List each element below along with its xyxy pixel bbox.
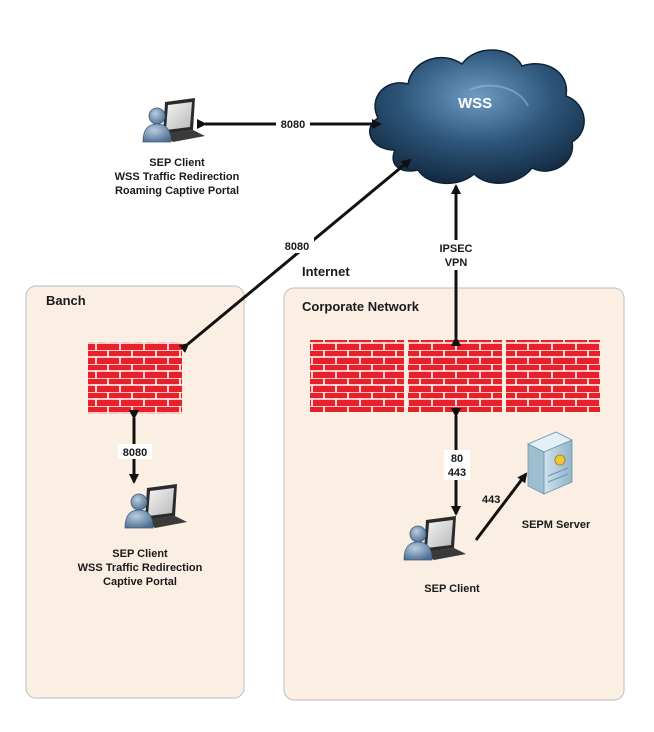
port-label-line-1: 80 [451,453,463,465]
port-label-line-2: 443 [448,467,466,479]
internet-label: Internet [302,264,350,279]
port-label: 8080 [285,241,309,253]
server-label: SEPM Server [522,519,591,531]
firewall-icon [408,340,502,412]
wss-label: WSS [458,95,492,112]
cloud-icon [368,49,585,185]
firewall-icon [506,340,600,412]
port-label: 8080 [123,447,147,459]
branch-client-line-3: Captive Portal [103,576,177,588]
vpn-label-line-2: VPN [445,257,468,269]
port-label: 8080 [281,119,305,131]
corporate-client-label: SEP Client [424,583,480,595]
branch-label: Banch [46,293,86,308]
branch-client-line-1: SEP Client [112,548,168,560]
vpn-label-line-1: IPSEC [439,243,472,255]
corporate-label: Corporate Network [302,299,420,314]
roaming-client-line-3: Roaming Captive Portal [115,185,239,197]
branch-zone [25,285,245,699]
firewall-icon [88,342,182,414]
port-label: 443 [482,494,500,506]
branch-client-line-2: WSS Traffic Redirection [78,562,203,574]
laptop-user-icon [142,97,206,143]
roaming-client-line-1: SEP Client [149,157,205,169]
roaming-client-line-2: WSS Traffic Redirection [115,171,240,183]
firewall-icon [310,340,404,412]
connection-client-server [474,472,528,541]
server-icon [527,431,573,495]
